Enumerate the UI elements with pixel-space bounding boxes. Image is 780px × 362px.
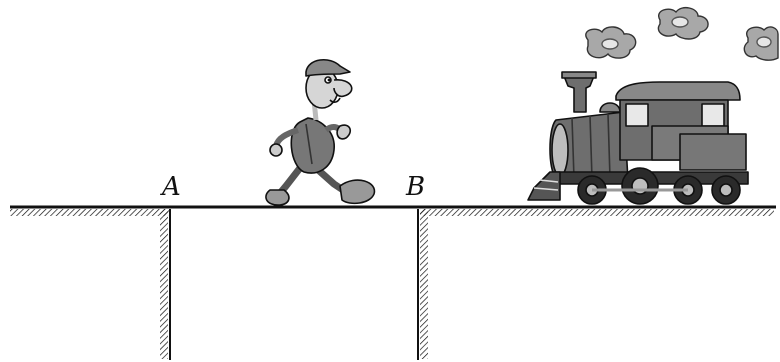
left-bank-hatch: [10, 209, 170, 216]
smoke-puffs: [585, 6, 779, 61]
walking-man-icon: [265, 59, 376, 206]
left-wall-hatch: [160, 209, 168, 359]
ground: [10, 205, 776, 360]
point-a-label: A: [162, 172, 181, 202]
point-b-label: B: [406, 172, 426, 202]
right-wall-hatch: [420, 209, 428, 359]
right-bank-hatch: [420, 209, 774, 216]
steam-locomotive-icon: [527, 71, 749, 205]
